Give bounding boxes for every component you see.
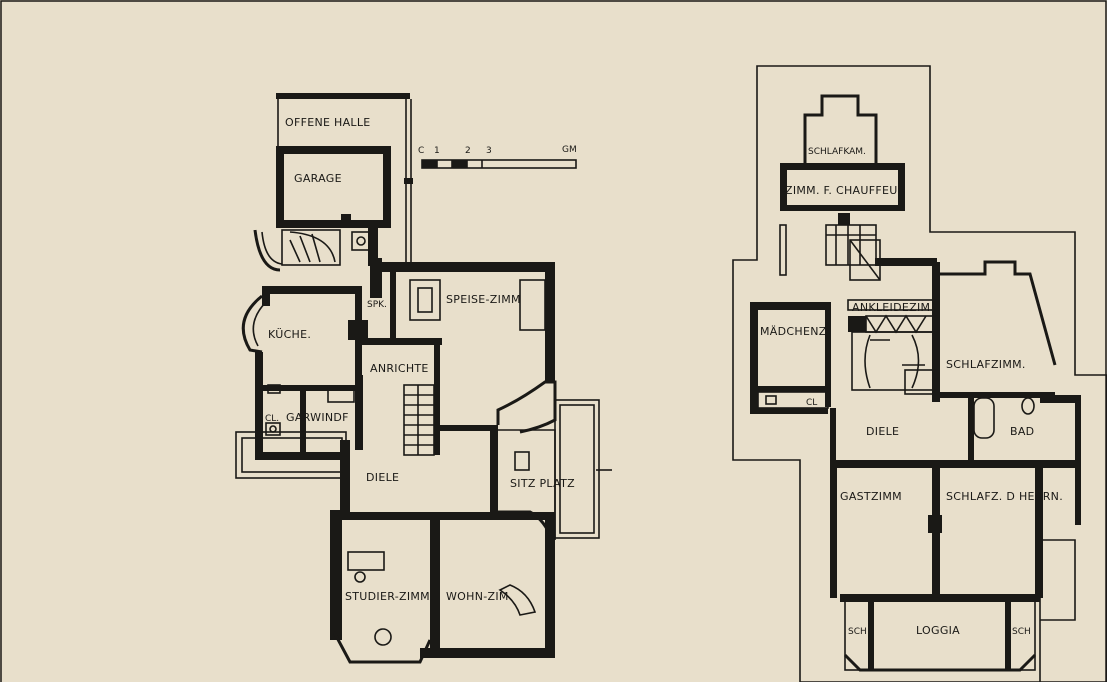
label-schlafzimm: SCHLAFZIMM. <box>946 358 1026 371</box>
ground-floor-plan: OFFENE HALLE GARAGE KÜCHE. SPK. SPEISE-Z… <box>235 93 612 664</box>
label-diele-ground: DIELE <box>366 471 399 484</box>
scale-bar: C 1 2 3 GM <box>418 145 577 169</box>
service-stair <box>253 228 378 272</box>
label-schlafkam: SCHLAFKAM. <box>808 147 866 157</box>
label-zimm-chauffeur: ZIMM. F. CHAUFFEUR <box>785 184 906 197</box>
label-cl-upper: CL <box>806 398 817 408</box>
label-ankleidezim: ANKLEIDEZIM <box>852 301 930 314</box>
label-bad: BAD <box>1010 425 1034 438</box>
garage-walls <box>276 146 391 228</box>
label-spk: SPK. <box>367 300 387 310</box>
label-garage: GARAGE <box>294 172 342 185</box>
ground-floor-interior <box>235 272 612 652</box>
scale-tick-3: 3 <box>486 146 492 156</box>
label-offene-halle: OFFENE HALLE <box>285 116 371 129</box>
label-schlafz-herrn: SCHLAFZ. D HERRN. <box>946 490 1063 503</box>
label-sch-left: SCH <box>848 627 867 637</box>
chauffeur-wing <box>779 94 905 281</box>
roof-outline <box>732 65 1107 682</box>
label-gastzimm: GASTZIMM <box>840 490 902 503</box>
upper-floor-plan: SCHLAFKAM. ZIMM. F. CHAUFFEUR ANKLEIDEZI… <box>732 65 1107 682</box>
upper-floor-walls <box>750 258 1081 672</box>
label-anrichte: ANRICHTE <box>370 362 429 375</box>
label-kueche: KÜCHE. <box>268 328 311 341</box>
label-speise-zimm: SPEISE-ZIMM <box>446 293 521 306</box>
scale-tick-1: 1 <box>434 146 440 156</box>
label-sch-right: SCH <box>1012 627 1031 637</box>
scale-tick-2: 2 <box>465 146 471 156</box>
scale-unit: GM <box>562 145 577 155</box>
label-loggia: LOGGIA <box>916 624 960 637</box>
label-cl-ground: CL. <box>265 414 279 424</box>
open-hall-outline <box>276 93 413 262</box>
label-studier-zimm: STUDIER-ZIMM. <box>345 590 434 603</box>
label-sitz-platz: SITZ PLATZ <box>510 477 575 490</box>
label-maedchenz: MÄDCHENZ <box>760 325 827 338</box>
label-garwindf: GARWINDF <box>286 411 349 424</box>
ground-floor-walls <box>241 258 555 664</box>
scale-tick-0: C <box>418 146 424 156</box>
label-wohn-zim: WOHN-ZIM <box>446 590 509 603</box>
label-diele-upper: DIELE <box>866 425 899 438</box>
